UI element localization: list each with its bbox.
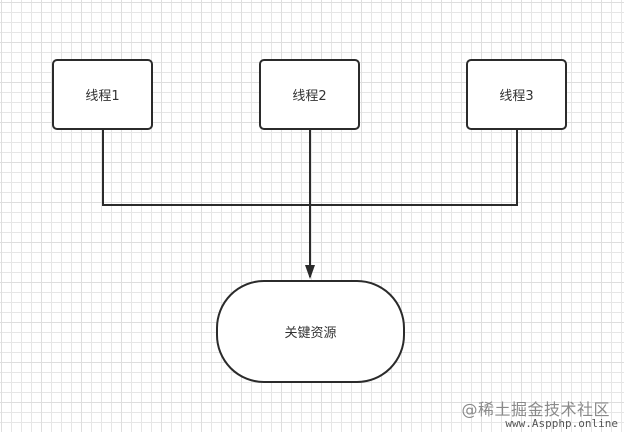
thread-1-node[interactable]: 线程1	[52, 59, 153, 130]
watermark-primary: @稀土掘金技术社区	[461, 400, 610, 419]
thread-3-node[interactable]: 线程3	[466, 59, 567, 130]
critical-resource-label: 关键资源	[284, 326, 337, 341]
thread-2-label: 线程2	[292, 89, 327, 104]
arrowhead-to-resource	[305, 265, 315, 279]
watermark-secondary: www.Aspphp.online	[505, 417, 618, 430]
thread-1-label: 线程1	[85, 89, 120, 104]
thread-3-label: 线程3	[499, 89, 534, 104]
thread-2-node[interactable]: 线程2	[259, 59, 360, 130]
critical-resource-node[interactable]: 关键资源	[216, 280, 405, 383]
